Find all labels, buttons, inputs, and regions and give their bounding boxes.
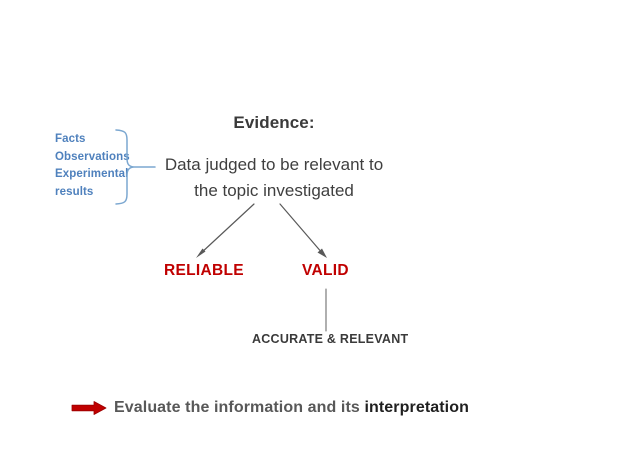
conclusion-text-plain: Evaluate the information and its <box>114 399 365 416</box>
valid-detail-label: ACCURATE & RELEVANT <box>252 332 409 346</box>
vertical-line-icon <box>320 288 332 332</box>
source-item-experimental: Experimental <box>55 168 129 180</box>
evidence-sources-list: Facts Observations Experimental results <box>55 131 145 201</box>
page-title: Evidence: <box>233 113 315 132</box>
curly-brace-icon <box>104 124 162 210</box>
branch-label-reliable: RELIABLE <box>164 262 244 279</box>
arrow-down-left-icon <box>196 203 255 258</box>
conclusion-row: Evaluate the information and its interpr… <box>70 396 469 420</box>
source-item-facts: Facts <box>55 133 86 145</box>
source-item-observations: Observations <box>55 150 130 163</box>
evidence-definition: Data judged to be relevant to the topic … <box>0 152 548 204</box>
definition-line-2: the topic investigated <box>194 181 354 200</box>
branch-label-valid: VALID <box>302 262 349 279</box>
block-arrow-right-icon <box>70 400 108 416</box>
definition-line-1: Data judged to be relevant to <box>164 155 384 174</box>
branch-arrows-group <box>180 198 370 264</box>
conclusion-text-emphasis: interpretation <box>364 399 469 416</box>
source-item-results: results <box>55 185 94 198</box>
arrow-down-right-icon <box>279 203 327 258</box>
conclusion-text: Evaluate the information and its interpr… <box>114 399 469 417</box>
